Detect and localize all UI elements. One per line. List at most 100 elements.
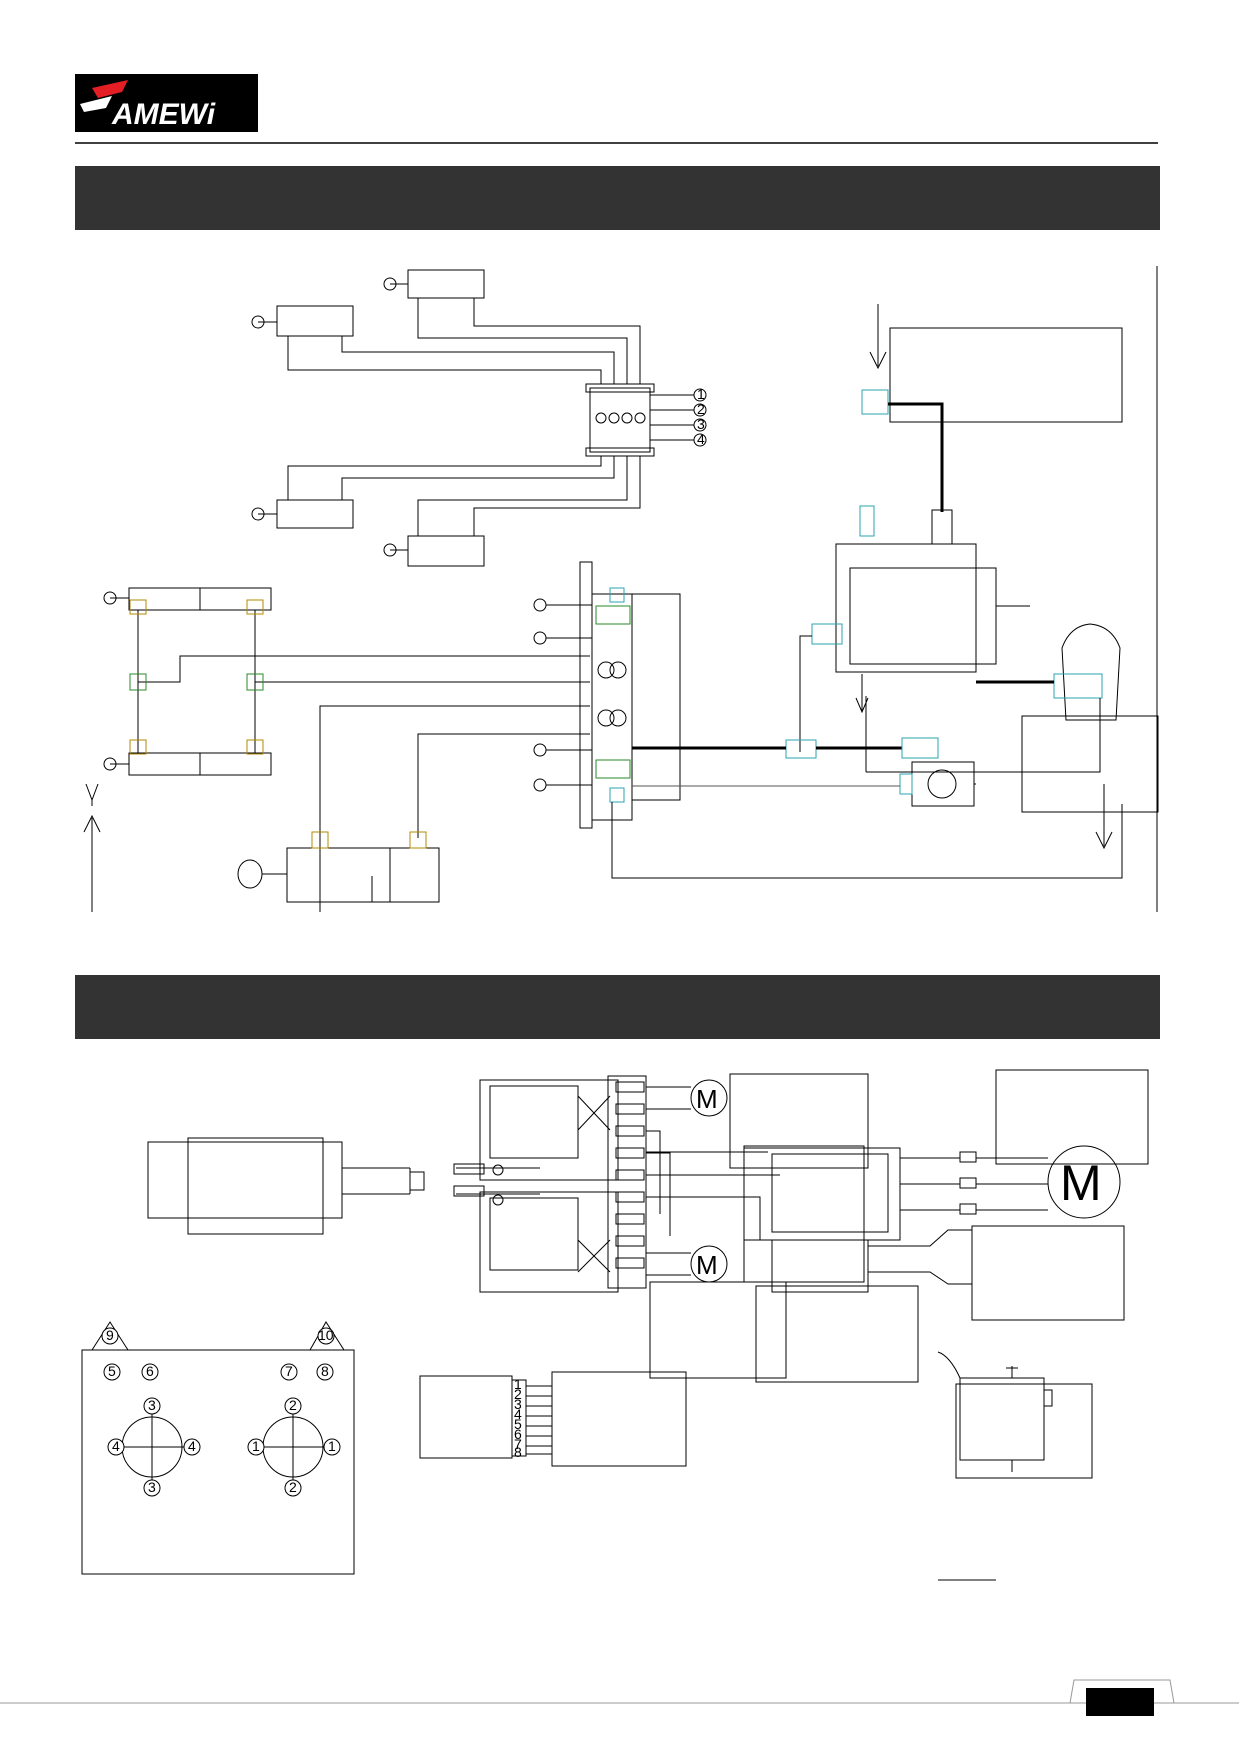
label-box [755,1285,919,1383]
flow-arrow-icon [1095,784,1113,850]
fitting-icon [246,673,264,691]
channel-label: 2 [289,1479,297,1495]
wire [646,1196,761,1240]
hose-line [473,310,641,384]
label-box [551,1371,687,1467]
fitting-icon [861,389,889,415]
channel-label: 2 [289,1397,297,1413]
channel-label: 3 [148,1397,156,1413]
hose-line [341,350,615,384]
esc-icon [479,1079,619,1181]
channel-label: 4 [112,1438,120,1454]
valve-block-icon [533,561,633,829]
label-box [729,1073,869,1169]
wire [868,1229,972,1247]
receiver-pin-label: 6 [514,1426,522,1442]
flow-arrow-icon [869,304,887,370]
battery-icon [147,1137,425,1235]
fitting-icon [129,673,147,691]
connector-icon [959,1151,977,1163]
fitting-icon [931,509,953,545]
receiver-pin-label: 3 [514,1396,522,1412]
valve-port-label: 1 [697,386,705,402]
hose-line [417,456,628,520]
brand-logo: AMEWi [75,74,258,132]
page-number-box [1086,1688,1154,1716]
channel-label: 1 [252,1438,260,1454]
hydraulic-diagram: 1 2 3 4 [83,266,1159,912]
big-motor-label: M [1060,1155,1102,1211]
logo-text: AMEWi [111,98,216,131]
hose-line [417,733,590,838]
fitting-icon [901,737,939,759]
wire [646,1152,671,1236]
channel-label: 9 [106,1327,114,1343]
fitting-icon [129,739,147,755]
motor-label: M [696,1084,718,1114]
connector-icon [959,1177,977,1189]
wire [646,1130,661,1214]
label-box [971,1225,1125,1321]
motor-icon [1053,623,1121,721]
terminal-pins [615,1081,645,1269]
pump-icon [811,505,1030,673]
logo-swoosh-icon [92,80,128,98]
electrical-diagram: M M [81,1069,1149,1581]
connector-icon [453,1185,485,1197]
page-footer [0,1679,1239,1716]
hose-line [138,655,590,683]
cylinder-icon [383,520,485,567]
motor-label: M [696,1250,718,1280]
hose-line [319,705,590,912]
reservoir-box [889,327,1123,423]
channel-label: 1 [328,1438,336,1454]
channel-label: 7 [285,1363,293,1379]
fitting-icon [129,599,147,615]
servo-icon [937,1351,1093,1479]
hose-line [632,593,681,801]
channel-label: 5 [108,1363,116,1379]
channel-label: 8 [321,1363,329,1379]
receiver-pin-label: 1 [514,1376,522,1392]
channel-label: 6 [146,1363,154,1379]
motor-icon: M [690,1079,728,1117]
channel-label: 3 [148,1479,156,1495]
cylinder-icon [383,269,485,310]
connector-icon [453,1163,485,1175]
pressure-hose-line [888,402,944,512]
fitting-icon [785,739,817,759]
channel-label: 10 [318,1327,334,1343]
receiver-pin-label: 8 [514,1444,522,1460]
hose-line [473,456,641,520]
esc-icon [743,1145,901,1293]
receiver-pin-label: 7 [514,1436,522,1452]
electrical-section-banner [75,975,1160,1039]
cylinder-icon [103,587,272,611]
hose-line [287,456,602,486]
receiver-pin-label: 2 [514,1386,522,1402]
valve-block-icon: 1 2 3 4 [585,383,707,457]
label-box [995,1069,1149,1165]
flow-arrow-icon [83,783,101,912]
receiver-pin-label: 4 [514,1406,522,1422]
motor-housing-box [1021,715,1159,813]
hose-line [341,456,615,486]
return-hose-line [611,802,1123,879]
wire [868,1271,972,1285]
valve-port-label: 4 [697,431,705,447]
fitting-icon [246,739,264,755]
filter-icon [899,761,976,807]
esc-icon [479,1191,619,1293]
label-box [649,1281,787,1379]
valve-port-label: 2 [697,401,705,417]
cylinder-icon [251,486,354,529]
footer-tab [1069,1679,1175,1704]
hose-line [417,310,628,384]
terminal-strip-icon [607,1075,647,1289]
hose-line [866,698,1101,773]
hose-line [799,635,812,752]
cylinder-icon [103,752,272,776]
channel-label: 4 [188,1438,196,1454]
